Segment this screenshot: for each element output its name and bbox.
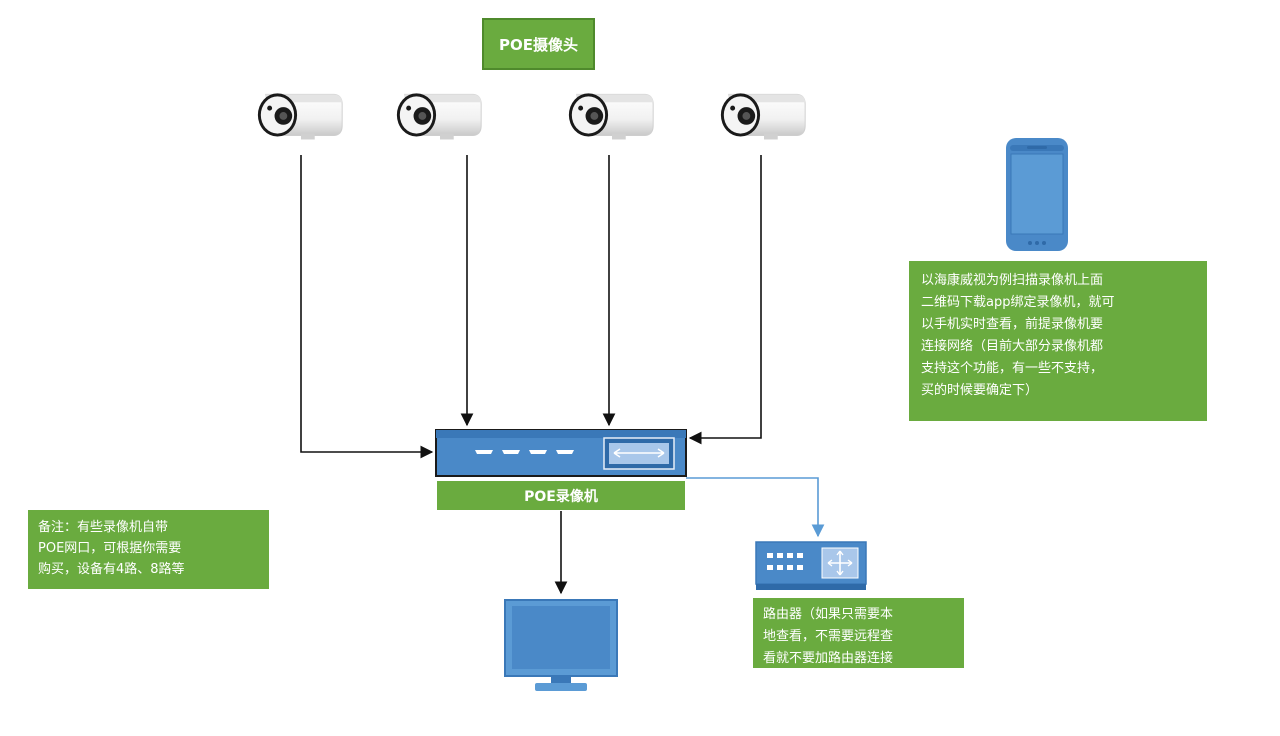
monitor-icon — [504, 599, 618, 691]
router-note-box: 路由器（如果只需要本 地查看，不需要远程查 看就不要加路由器连接 — [753, 598, 964, 668]
camera-1-icon — [257, 92, 343, 140]
recorder-label: POE录像机 — [437, 481, 685, 510]
router-icon — [755, 541, 867, 590]
connector-camera-1 — [300, 155, 434, 459]
camera-connectors — [300, 155, 762, 459]
connector-camera-4 — [688, 155, 762, 445]
camera-2-icon — [396, 92, 482, 140]
connector-router — [686, 477, 825, 538]
nvr-icon — [435, 429, 687, 477]
camera-group-label: POE摄像头 — [482, 18, 595, 70]
camera-3-icon — [568, 92, 654, 140]
camera-4-icon — [720, 92, 806, 140]
poe-note-box: 备注：有些录像机自带 POE网口，可根据你需要 购买，设备有4路、8路等 — [28, 510, 269, 589]
phone-note-box: 以海康威视为例扫描录像机上面 二维码下载app绑定录像机，就可 以手机实时查看，… — [909, 261, 1207, 421]
smartphone-icon — [1006, 138, 1068, 251]
